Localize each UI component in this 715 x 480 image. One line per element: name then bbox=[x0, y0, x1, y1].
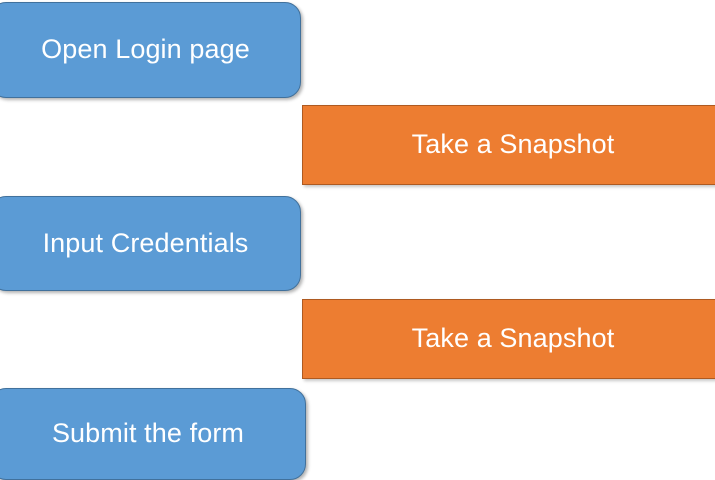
step-submit-the-form[interactable]: Submit the form bbox=[0, 388, 306, 480]
step-label: Input Credentials bbox=[42, 227, 249, 258]
step-label: Take a Snapshot bbox=[411, 323, 615, 354]
step-label: Take a Snapshot bbox=[411, 129, 615, 160]
step-label: Submit the form bbox=[51, 418, 245, 449]
step-take-a-snapshot-1[interactable]: Take a Snapshot bbox=[302, 105, 715, 185]
step-label: Open Login page bbox=[41, 34, 250, 65]
step-take-a-snapshot-2[interactable]: Take a Snapshot bbox=[302, 299, 715, 379]
step-input-credentials[interactable]: Input Credentials bbox=[0, 196, 301, 291]
step-open-login-page[interactable]: Open Login page bbox=[0, 2, 301, 98]
